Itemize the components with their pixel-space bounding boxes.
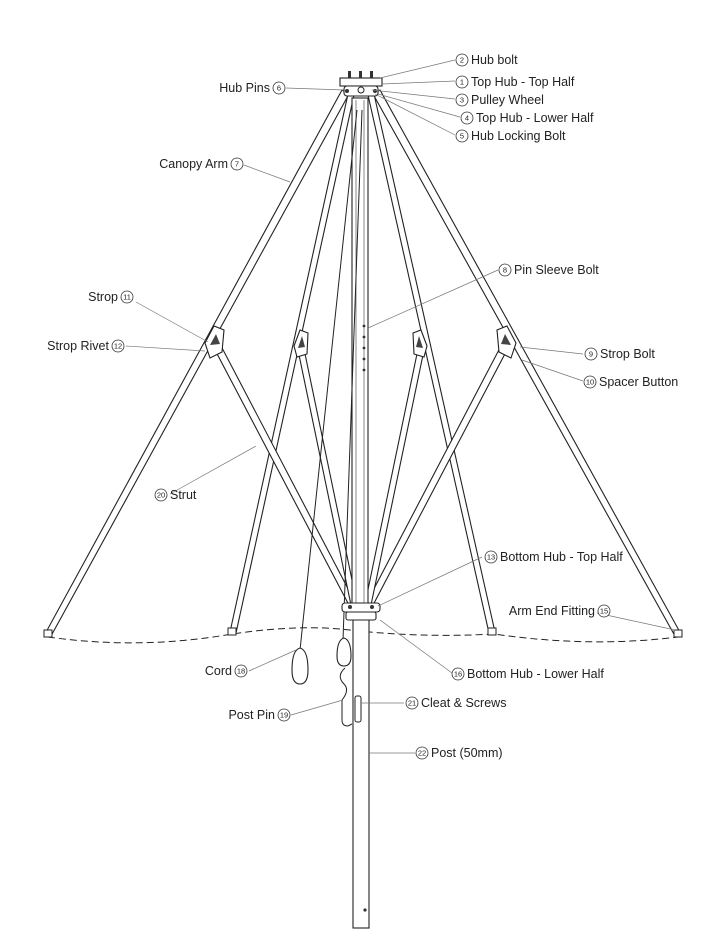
label-text: Hub Locking Bolt	[471, 129, 566, 143]
label-cord: 18 Cord	[205, 664, 248, 678]
label-bottom-hub-top-half: 13 Bottom Hub - Top Half	[484, 550, 623, 564]
label-number: 15	[600, 607, 608, 616]
label-text: Hub Pins	[219, 81, 270, 95]
label-text: Strop	[88, 290, 118, 304]
part-labels: 2 Hub bolt 1 Top Hub - Top Half 3 Pulley Whee…	[47, 53, 678, 760]
label-number-circle	[111, 339, 125, 353]
label-text: Pulley Wheel	[471, 93, 544, 107]
label-text: Post Pin	[228, 708, 275, 722]
label-bottom-hub-lower-half: 16 Bottom Hub - Lower Half	[451, 667, 604, 681]
label-number-circle	[120, 290, 134, 304]
label-number-circle	[597, 604, 611, 618]
label-number-circle	[154, 488, 168, 502]
label-number: 19	[280, 711, 288, 720]
label-text: Canopy Arm	[159, 157, 228, 171]
label-number-circle	[455, 93, 469, 107]
label-number-circle	[455, 129, 469, 143]
label-number: 11	[123, 293, 131, 302]
label-strop-rivet: 12 Strop Rivet	[47, 339, 125, 353]
label-number: 7	[235, 160, 239, 169]
strop-fittings	[204, 325, 517, 359]
label-number: 2	[460, 56, 464, 65]
label-text: Top Hub - Lower Half	[476, 111, 594, 125]
label-number-circle	[460, 111, 474, 125]
label-text: Cleat & Screws	[421, 696, 506, 710]
label-number-circle	[415, 746, 429, 760]
label-strop-bolt: 9 Strop Bolt	[584, 347, 655, 361]
umbrella-frame-drawing	[43, 71, 683, 929]
leader-lines	[125, 59, 676, 754]
bottom-hub	[341, 602, 381, 621]
label-text: Strut	[170, 488, 197, 502]
label-text: Hub bolt	[471, 53, 518, 67]
label-pulley-wheel: 3 Pulley Wheel	[455, 93, 544, 107]
label-post-pin: 19 Post Pin	[228, 708, 291, 722]
label-number: 3	[460, 96, 464, 105]
label-number-circle	[455, 53, 469, 67]
label-number-circle	[484, 550, 498, 564]
label-number: 21	[408, 699, 416, 708]
label-text: Pin Sleeve Bolt	[514, 263, 599, 277]
label-number: 8	[503, 266, 507, 275]
label-number: 4	[465, 114, 469, 123]
label-number: 1	[460, 78, 464, 87]
label-number-circle	[277, 708, 291, 722]
label-text: Strop Bolt	[600, 347, 655, 361]
label-strop: 11 Strop	[88, 290, 134, 304]
label-text: Post (50mm)	[431, 746, 503, 760]
top-hub	[339, 71, 383, 97]
canopy-arms	[43, 89, 683, 638]
label-number-circle	[583, 375, 597, 389]
label-top-hub-lower-half: 4 Top Hub - Lower Half	[460, 111, 594, 125]
label-number-circle	[498, 263, 512, 277]
label-number-circle	[405, 696, 419, 710]
label-text: Spacer Button	[599, 375, 678, 389]
label-number: 10	[586, 378, 594, 387]
label-number: 18	[237, 667, 245, 676]
label-number-circle	[230, 157, 244, 171]
canopy-hem	[47, 627, 679, 644]
label-number: 12	[114, 342, 122, 351]
label-number: 16	[454, 670, 462, 679]
label-number-circle	[451, 667, 465, 681]
label-cleat-screws: 21 Cleat & Screws	[405, 696, 506, 710]
label-number: 22	[418, 749, 426, 758]
label-number: 9	[589, 350, 593, 359]
label-number: 20	[157, 491, 165, 500]
label-number: 13	[487, 553, 495, 562]
label-text: Strop Rivet	[47, 339, 109, 353]
label-hub-pins: 6 Hub Pins	[219, 81, 286, 95]
label-number-circle	[234, 664, 248, 678]
label-text: Bottom Hub - Top Half	[500, 550, 623, 564]
label-spacer-button: 10 Spacer Button	[583, 375, 678, 389]
label-post: 22 Post (50mm)	[415, 746, 503, 760]
struts	[213, 343, 509, 608]
label-number-circle	[272, 81, 286, 95]
label-hub-bolt: 2 Hub bolt	[455, 53, 518, 67]
label-number-circle	[584, 347, 598, 361]
label-canopy-arm: 7 Canopy Arm	[159, 157, 244, 171]
label-top-hub-top-half: 1 Top Hub - Top Half	[455, 75, 575, 89]
label-text: Top Hub - Top Half	[471, 75, 575, 89]
label-text: Bottom Hub - Lower Half	[467, 667, 604, 681]
label-text: Cord	[205, 664, 232, 678]
centre-pole	[351, 97, 369, 607]
cord	[291, 109, 363, 685]
label-number: 6	[277, 84, 281, 93]
label-number-circle	[455, 75, 469, 89]
label-pin-sleeve-bolt: 8 Pin Sleeve Bolt	[498, 263, 599, 277]
label-number: 5	[460, 132, 464, 141]
label-text: Arm End Fitting	[509, 604, 595, 618]
label-hub-locking-bolt: 5 Hub Locking Bolt	[455, 129, 566, 143]
label-arm-end-fitting: 15 Arm End Fitting	[509, 604, 611, 618]
label-strut: 20 Strut	[154, 488, 197, 502]
